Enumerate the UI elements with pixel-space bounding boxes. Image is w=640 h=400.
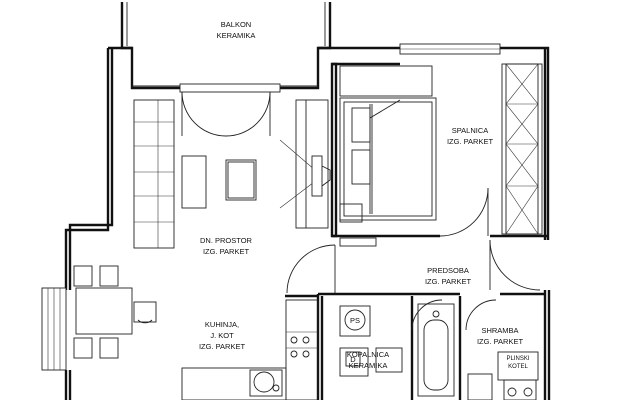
living-floor: IZG. PARKET bbox=[203, 247, 250, 256]
storage-label: SHRAMBA bbox=[481, 326, 518, 335]
washer-symbol: PS bbox=[350, 316, 360, 325]
kitchen-label: KUHINJA, bbox=[205, 320, 239, 329]
boiler-label-1: PLINSKI bbox=[506, 356, 529, 362]
doors bbox=[181, 91, 541, 331]
hall-label: PREDSOBA bbox=[427, 266, 469, 275]
kitchen-floor: IZG. PARKET bbox=[199, 342, 246, 351]
interior-walls bbox=[285, 62, 548, 400]
balcony bbox=[120, 2, 332, 90]
bathroom-label: KOPALNICA bbox=[347, 350, 389, 359]
living-furniture bbox=[133, 99, 331, 249]
hall-floor: IZG. PARKET bbox=[425, 277, 472, 286]
balcony-floor: KERAMIKA bbox=[217, 31, 256, 40]
boiler-label-2: KOTEL bbox=[508, 364, 528, 370]
bathroom-furniture bbox=[339, 303, 455, 397]
appliance-symbols: PS D PLINSKI KOTEL bbox=[344, 309, 530, 370]
dryer-symbol: D bbox=[350, 355, 356, 364]
bathroom-floor: KERAMIKA bbox=[349, 361, 388, 370]
room-labels: BALKON KERAMIKA SPALNICA IZG. PARKET DN.… bbox=[199, 20, 524, 370]
storage-floor: IZG. PARKET bbox=[477, 337, 524, 346]
bedroom-label: SPALNICA bbox=[452, 126, 489, 135]
bedroom-floor: IZG. PARKET bbox=[447, 137, 494, 146]
kitchen-furniture bbox=[73, 265, 319, 400]
exterior-walls bbox=[41, 43, 551, 400]
storage-furniture bbox=[467, 351, 539, 400]
balcony-label: BALKON bbox=[221, 20, 251, 29]
kitchen-sub: J. KOT bbox=[210, 331, 234, 340]
bedroom-furniture bbox=[339, 63, 543, 247]
living-label: DN. PROSTOR bbox=[200, 236, 253, 245]
